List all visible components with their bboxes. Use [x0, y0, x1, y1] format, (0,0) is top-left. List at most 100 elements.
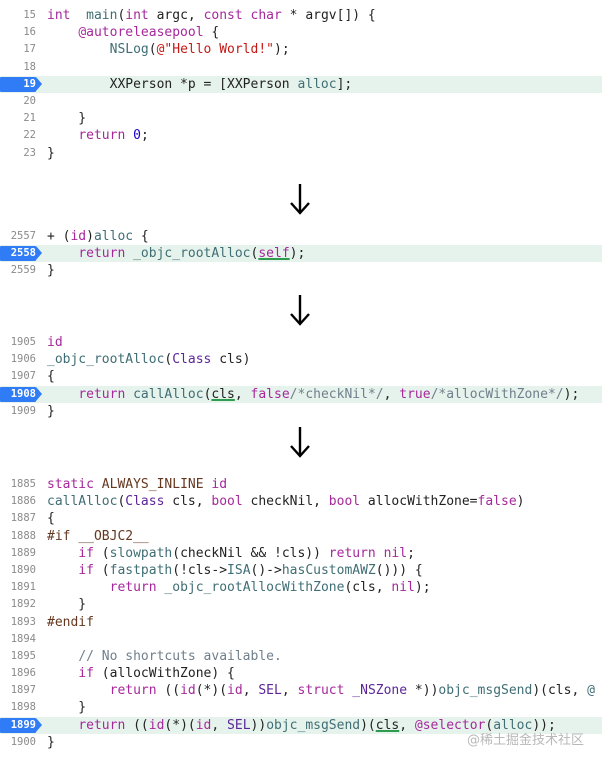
- code-token: ): [516, 494, 525, 510]
- line-number: 23: [23, 146, 36, 159]
- code-line: 1895 // No shortcuts available.: [0, 648, 602, 665]
- code-token: );: [274, 42, 290, 58]
- code-token: (: [117, 494, 126, 510]
- code-token: *)): [407, 683, 439, 699]
- code-token: true: [399, 386, 431, 402]
- code-token: SEL: [227, 717, 251, 733]
- code-token: false: [250, 386, 290, 402]
- code-token: (!cls->: [172, 562, 228, 578]
- code-token: @: [587, 683, 595, 699]
- code-token: alloc: [93, 229, 134, 244]
- code-token: {: [47, 369, 55, 385]
- code-token: Class: [172, 352, 212, 368]
- code-token: static: [47, 477, 94, 492]
- code-token: callAlloc: [133, 386, 204, 402]
- code-token: @"Hello World!": [156, 42, 274, 58]
- code-token: ())) {: [375, 562, 423, 578]
- code-token: ): [86, 229, 94, 244]
- code-token: id: [227, 683, 243, 699]
- code-line: 1891 return _objc_rootAllocWithZone(cls,…: [0, 579, 602, 596]
- code-line: 1898 }: [0, 699, 602, 716]
- code-line: 23}: [0, 145, 602, 162]
- line-number: 1885: [10, 478, 36, 490]
- code-token: (*)(: [195, 683, 228, 699]
- code-token: ((: [156, 683, 181, 699]
- code-text: id: [47, 334, 63, 351]
- code-token: (: [148, 42, 157, 58]
- code-token: id: [195, 717, 212, 733]
- code-token: [125, 387, 133, 402]
- code-token: [47, 25, 78, 40]
- line-number: 1891: [10, 581, 36, 594]
- code-text: {: [47, 510, 55, 527]
- code-token: return: [328, 545, 376, 561]
- code-token: cls: [375, 717, 400, 733]
- code-token: [47, 666, 78, 681]
- breakpoint-marker[interactable]: [0, 717, 42, 733]
- breakpoint-marker[interactable]: [0, 386, 42, 402]
- code-token: (: [250, 246, 259, 262]
- code-token: }: [47, 403, 55, 419]
- code-text: @autoreleasepool {: [47, 24, 219, 41]
- breakpoint-marker[interactable]: [0, 246, 42, 262]
- code-text: // No shortcuts available.: [47, 648, 282, 665]
- line-number: 1896: [10, 667, 36, 680]
- line-number: 22: [23, 129, 36, 142]
- code-line: 1887{: [0, 510, 602, 527]
- code-token: self: [258, 246, 290, 262]
- code-text: }: [47, 110, 86, 127]
- code-line: 1909}: [0, 403, 602, 420]
- code-token: struct: [297, 683, 345, 699]
- code-token: bool: [328, 494, 361, 510]
- code-line: 21 }: [0, 110, 602, 127]
- code-line: 1900}: [0, 734, 602, 751]
- line-number: 21: [23, 112, 36, 125]
- code-text: return _objc_rootAllocWithZone(cls, nil)…: [47, 579, 431, 596]
- code-token: }: [47, 700, 87, 716]
- highlighted-code-line: 2558 return _objc_rootAlloc(self);: [0, 245, 602, 263]
- code-token: 0: [133, 128, 141, 144]
- highlighted-code-line: 1899 return ((id(*)(id, SEL))objc_msgSen…: [0, 716, 602, 734]
- code-token: return: [109, 683, 157, 699]
- code-token: ));: [532, 717, 556, 733]
- code-token: (: [93, 562, 110, 578]
- code-token: [125, 128, 133, 143]
- code-text: }: [47, 145, 55, 162]
- code-token: [47, 387, 78, 402]
- code-token: alloc: [297, 76, 337, 92]
- code-text: }: [47, 699, 86, 716]
- code-token: int: [47, 8, 71, 23]
- code-token: )(cls,: [532, 683, 588, 699]
- line-number: 2559: [10, 264, 36, 277]
- code-token: );: [414, 580, 431, 596]
- code-token: ;: [407, 545, 415, 561]
- code-token: main: [86, 8, 118, 23]
- line-number: 1889: [10, 546, 36, 559]
- code-token: XXPerson *p = [XXPerson: [47, 76, 298, 92]
- code-text: static ALWAYS_INLINE id: [47, 476, 227, 493]
- breakpoint-marker[interactable]: [0, 76, 42, 92]
- code-token: ;: [140, 128, 149, 144]
- code-token: }: [47, 597, 87, 613]
- code-token: bool: [211, 494, 243, 510]
- line-number: 18: [23, 60, 36, 73]
- code-line: 1889 if (slowpath(checkNil && !cls)) ret…: [0, 545, 602, 562]
- code-token: id: [70, 229, 87, 244]
- line-number: 1893: [10, 615, 36, 628]
- line-number: 1888: [10, 529, 36, 542]
- code-token: nil: [391, 580, 415, 596]
- down-arrow-icon: [290, 184, 310, 215]
- code-token: #if: [47, 528, 79, 544]
- code-token: fastpath: [109, 562, 173, 578]
- code-token: callAlloc: [47, 494, 118, 510]
- code-token: ISA: [227, 562, 251, 578]
- code-token: char: [242, 8, 282, 23]
- code-token: false: [477, 494, 517, 510]
- code-line: 20: [0, 93, 602, 110]
- code-token: );: [289, 246, 306, 262]
- code-line: 17 NSLog(@"Hello World!");: [0, 41, 602, 58]
- code-text: callAlloc(Class cls, bool checkNil, bool…: [47, 493, 524, 510]
- code-text: return ((id(*)(id, SEL, struct _NSZone *…: [47, 682, 595, 699]
